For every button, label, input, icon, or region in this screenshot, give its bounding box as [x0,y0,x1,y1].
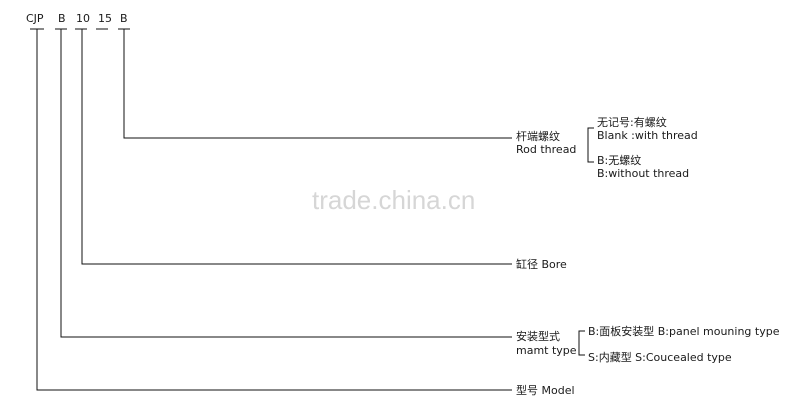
leader-model [36,29,512,391]
mount-type-option-1: B:面板安装型 B:panel mouning type [588,324,780,338]
code-thread: B [120,12,128,25]
mount-type-label-cn: 安装型式 [516,329,560,343]
rod-thread-bracket [587,127,594,163]
rod-thread-option-1-cn: 无记号:有螺纹 [597,115,667,129]
leader-rod-thread [123,29,512,139]
code-mount: B [58,12,66,25]
bore-label: 缸径 Bore [516,257,567,271]
rod-thread-option-2-cn: B:无螺纹 [597,153,641,167]
leader-mount-type [60,29,512,338]
code-stroke: 15 [98,12,112,25]
mount-type-option-2: S:内藏型 S:Coucealed type [588,350,732,364]
mount-type-label-en: mamt type [516,344,577,357]
rod-thread-label-cn: 杆端螺纹 [516,129,560,143]
code-series: CJP [26,12,44,25]
model-label: 型号 Model [516,383,575,397]
mount-type-bracket [578,330,585,356]
rod-thread-option-2-en: B:without thread [597,167,689,180]
leader-bore [81,29,512,265]
leader-lines [36,29,512,391]
code-bore: 10 [76,12,90,25]
rod-thread-option-1-en: Blank :with thread [597,129,698,142]
rod-thread-label-en: Rod thread [516,143,576,156]
watermark: trade.china.cn [312,185,475,215]
